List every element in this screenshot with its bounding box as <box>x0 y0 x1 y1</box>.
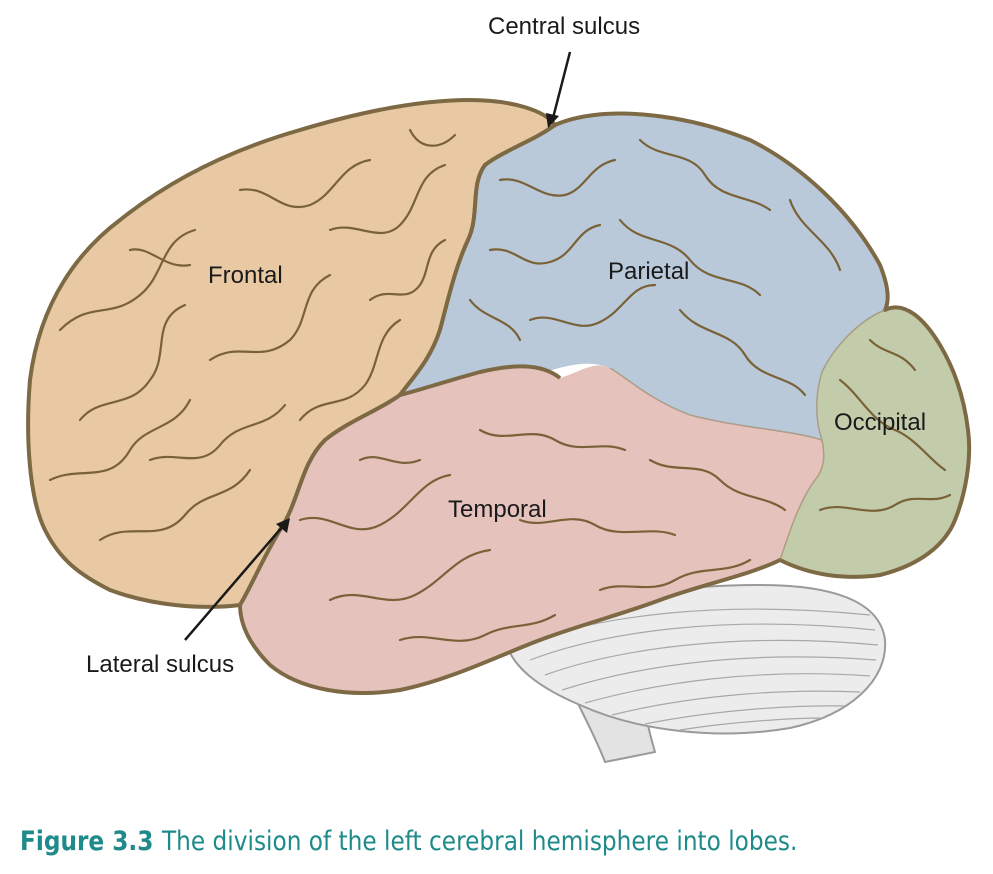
gyri-pattern <box>48 128 952 642</box>
central-sulcus-label: Central sulcus <box>488 13 640 40</box>
occipital-label: Occipital <box>834 409 926 436</box>
lobe-boundaries <box>238 111 972 695</box>
temporal-label: Temporal <box>448 496 547 523</box>
parietal-lobe <box>400 113 888 440</box>
lateral-sulcus-label: Lateral sulcus <box>86 651 234 678</box>
frontal-label: Frontal <box>208 262 283 289</box>
inner-boundaries <box>609 309 886 561</box>
temporal-lobe <box>240 365 824 693</box>
parietal-label: Parietal <box>608 258 689 285</box>
occipital-lobe <box>780 307 970 577</box>
lateral-sulcus-arrow <box>184 518 290 641</box>
caption-text: The division of the left cerebral hemisp… <box>161 826 798 857</box>
brain-lobes-diagram: Frontal Parietal Occipital Temporal Cent… <box>26 13 972 764</box>
central-sulcus-line <box>398 123 557 397</box>
lateral-sulcus-line <box>238 364 562 607</box>
figure-number: Figure 3.3 <box>20 826 154 857</box>
central-sulcus-arrow <box>546 51 572 128</box>
